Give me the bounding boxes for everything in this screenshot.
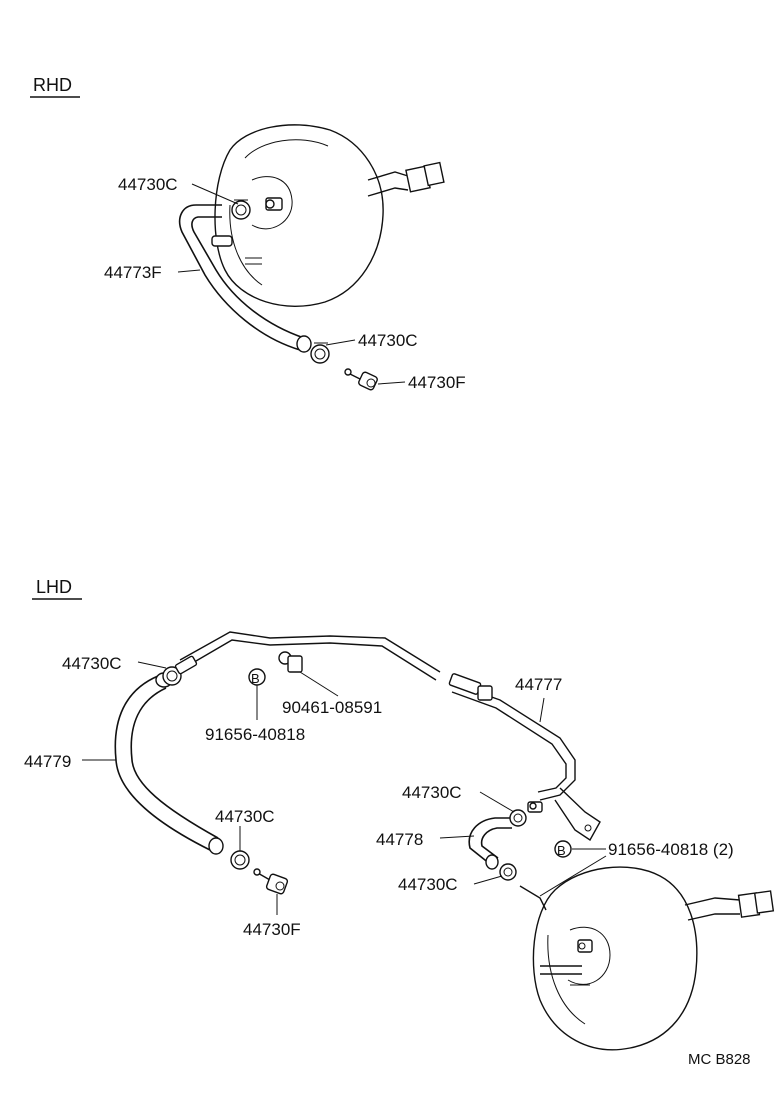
lhd-hose-left bbox=[114, 672, 224, 855]
rhd-label-clamp-bottom: 44730C bbox=[358, 331, 418, 350]
lhd-bolt bbox=[278, 651, 339, 697]
lhd-brake-booster bbox=[519, 866, 775, 1051]
lhd-clip-marker-right: B bbox=[554, 840, 572, 858]
lhd-leader-tube bbox=[539, 697, 545, 723]
lhd-metal-tube bbox=[179, 631, 601, 842]
rhd-clamp-top bbox=[231, 199, 251, 220]
lhd-label-clamp-left-top: 44730C bbox=[62, 654, 122, 673]
lhd-hose-right bbox=[468, 817, 512, 870]
lhd-clip-marker: B bbox=[248, 668, 266, 720]
lhd-leader-clamp-right-bottom bbox=[473, 875, 503, 885]
rhd-label-valve: 44730F bbox=[408, 373, 466, 392]
lhd-clip-marker-letter: B bbox=[251, 671, 260, 686]
rhd-label-clamp-top: 44730C bbox=[118, 175, 178, 194]
lhd-leader-clamp-left-top bbox=[137, 661, 167, 669]
lhd-label-bracket-clip-right: 91656-40818 (2) bbox=[608, 840, 734, 859]
rhd-leader-valve bbox=[377, 381, 406, 385]
rhd-valve bbox=[344, 368, 378, 391]
lhd-valve bbox=[253, 868, 289, 915]
lhd-clamp-left-bottom bbox=[230, 826, 250, 870]
lhd-label-clamp-right-bottom: 44730C bbox=[398, 875, 458, 894]
rhd-brake-booster bbox=[211, 124, 445, 307]
rhd-section: RHD bbox=[30, 75, 466, 392]
rhd-hose bbox=[178, 204, 312, 353]
lhd-clamp-right-bottom bbox=[499, 863, 517, 881]
lhd-clip-marker-right-letter: B bbox=[557, 843, 566, 858]
lhd-leader-clamp-right-top bbox=[479, 791, 515, 813]
lhd-clamp-right-top bbox=[509, 801, 543, 827]
lhd-label-clamp-right-top: 44730C bbox=[402, 783, 462, 802]
lhd-label-bolt: 90461-08591 bbox=[282, 698, 382, 717]
lhd-leader-hose-right bbox=[439, 835, 475, 839]
lhd-label-tube: 44777 bbox=[515, 675, 562, 694]
lhd-label-clamp-left-bottom: 44730C bbox=[215, 807, 275, 826]
rhd-clamp-bottom bbox=[310, 342, 330, 364]
lhd-leader-clip-right-2 bbox=[539, 855, 607, 897]
lhd-section: LHD bbox=[24, 577, 775, 1051]
lhd-label-hose-left: 44779 bbox=[24, 752, 71, 771]
rhd-label-hose: 44773F bbox=[104, 263, 162, 282]
rhd-heading: RHD bbox=[33, 75, 72, 95]
rhd-leader-clamp-bottom bbox=[325, 339, 356, 346]
lhd-clamp-left-top bbox=[162, 655, 198, 686]
lhd-heading: LHD bbox=[36, 577, 72, 597]
lhd-label-valve: 44730F bbox=[243, 920, 301, 939]
diagram-code: MC B828 bbox=[688, 1051, 751, 1068]
lhd-label-bracket-clip: 91656-40818 bbox=[205, 725, 305, 744]
rhd-leader-hose bbox=[177, 269, 201, 273]
rhd-leader-clamp-top bbox=[191, 183, 239, 205]
lhd-label-hose-right: 44778 bbox=[376, 830, 423, 849]
